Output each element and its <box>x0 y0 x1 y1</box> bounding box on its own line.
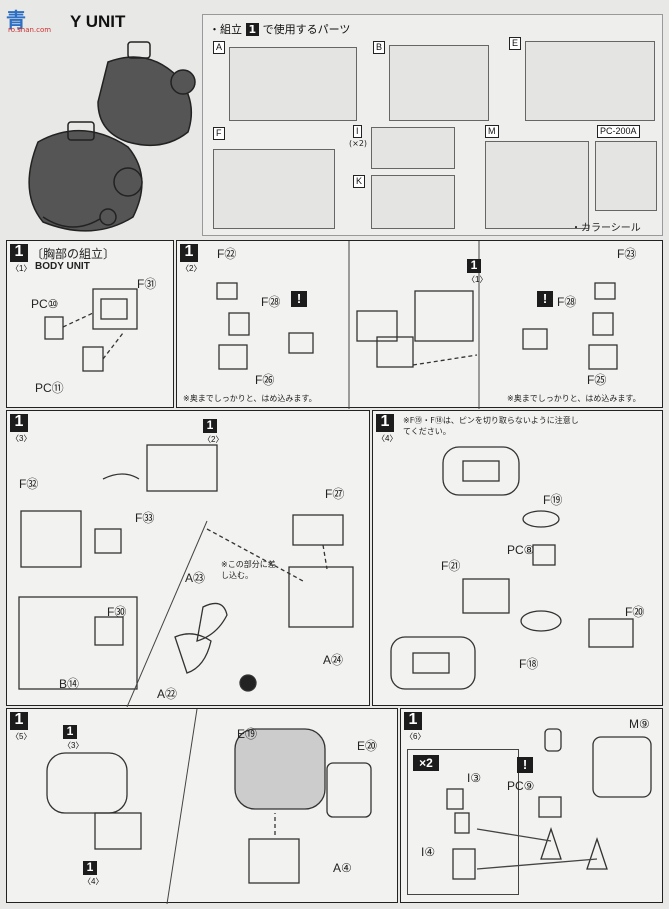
part-label: F㉗ <box>325 487 345 501</box>
watermark-sub: ro.shan.com <box>8 26 52 34</box>
step-1-3-drawing <box>18 444 354 707</box>
part-label: F㉝ <box>135 511 155 525</box>
runner-tag-i: I <box>353 125 362 138</box>
runner-i-count: (×2) <box>349 139 368 148</box>
runner-k <box>371 175 455 229</box>
step-number: 1 <box>376 414 394 432</box>
part-label: F⑱ <box>519 657 539 671</box>
step-1-1-panel: 1 〈1〉 〔胸部の組立〕 BODY UNIT F㉛ PC⑩ PC⑪ <box>6 240 174 408</box>
runner-tag-f: F <box>213 127 225 140</box>
runner-b <box>389 45 489 121</box>
part-label: F㉑ <box>441 559 461 573</box>
step-note: ※この部分に差し込む。 <box>221 560 276 580</box>
step-sub: 〈5〉 <box>11 732 32 741</box>
runner-tag-b: B <box>373 41 386 54</box>
part-label: A㉓ <box>185 571 206 585</box>
step-number: 1 <box>10 414 28 432</box>
part-label: PC⑩ <box>31 297 59 311</box>
runner-tag-k: K <box>353 175 366 188</box>
runner-i <box>371 127 455 169</box>
part-label: F㉘ <box>261 295 281 309</box>
part-label: A㉒ <box>157 687 178 701</box>
step-number: 1 <box>180 244 198 262</box>
ref-step-sub: 〈4〉 <box>83 877 104 886</box>
step-1-1-drawing <box>44 288 138 372</box>
part-label: F㉘ <box>557 295 577 309</box>
ref-step-number: 1 <box>467 259 481 273</box>
step-sub: 〈6〉 <box>405 732 426 741</box>
step-1-2-drawing <box>216 241 618 409</box>
watermark-logo: 青 ro.shan.com <box>4 4 66 34</box>
part-label: F㉒ <box>217 247 237 261</box>
runner-tag-m: M <box>485 125 499 138</box>
runner-f <box>213 149 335 229</box>
part-label: F㉜ <box>19 477 39 491</box>
part-label: F㉕ <box>587 373 607 387</box>
step-note: ※F⑲・F⑱は、ピンを切り取らないように注意してください。 <box>403 416 579 436</box>
color-seal-label: ・カラーシール <box>571 223 641 234</box>
step-number: 1 <box>10 244 28 262</box>
ref-step-number: 1 <box>63 725 77 739</box>
step-1-2-panel: 1 〈2〉 F㉒ F㉘ ! F㉖ 1 〈1〉 F㉓ ! F㉘ F㉕ ※奥までしっ… <box>176 240 663 409</box>
part-label: I④ <box>421 845 436 859</box>
part-label: E⑳ <box>357 739 378 753</box>
ref-step-sub: 〈1〉 <box>467 275 488 284</box>
part-label: PC⑪ <box>35 381 64 395</box>
ref-step-number: 1 <box>83 861 97 875</box>
step-sub: 〈3〉 <box>11 434 32 443</box>
step-1-5-panel: 1 〈5〉 1 〈3〉 1 〈4〉 E⑲ E⑳ A④ <box>6 708 398 904</box>
step-note: ※奥までしっかりと、はめ込みます。 <box>183 394 317 403</box>
step-1-3-panel: 1 〈3〉 1 〈2〉 F㉜ F㉝ F㉗ A㉓ ※この部分に差し込む。 F㉚ B… <box>6 410 370 707</box>
watermark-text: 青 <box>6 8 26 32</box>
part-label: PC⑧ <box>507 543 535 557</box>
step-1-4-drawing <box>390 446 634 690</box>
runner-e <box>525 41 655 121</box>
step-1-5-drawing <box>46 709 372 904</box>
part-label: E⑲ <box>237 727 258 741</box>
ref-step-number: 1 <box>203 419 217 433</box>
step-title: 〔胸部の組立〕 <box>31 247 116 261</box>
part-label: A④ <box>333 861 352 875</box>
multiplier-badge: ×2 <box>413 755 439 771</box>
step-1-6-panel: 1 〈6〉 ×2 M⑨ ! PC⑨ I③ I④ <box>400 708 663 903</box>
step-sub: 〈2〉 <box>181 264 202 273</box>
body-unit-illustration <box>28 41 196 232</box>
part-label: M⑨ <box>629 717 650 731</box>
parts-list-panel: ・組立 1 で使用するパーツ A B E F I (×2) K M PC-200… <box>202 14 663 236</box>
step-1-4-panel: 1 〈4〉 ※F⑲・F⑱は、ピンを切り取らないように注意してください。 F⑲ P… <box>372 410 663 706</box>
warning-icon: ! <box>291 291 307 307</box>
ref-step-sub: 〈3〉 <box>63 741 84 750</box>
part-label: F㉛ <box>137 277 157 291</box>
sub-assembly-box <box>407 749 519 895</box>
runner-tag-pc200a: PC-200A <box>597 125 640 138</box>
step-note: ※奥までしっかりと、はめ込みます。 <box>507 394 641 403</box>
part-label: PC⑨ <box>507 779 535 793</box>
warning-icon: ! <box>537 291 553 307</box>
runner-tag-e: E <box>509 37 522 50</box>
part-label: I③ <box>467 771 482 785</box>
step-sub: 〈1〉 <box>11 264 32 273</box>
part-label: B⑭ <box>59 677 80 691</box>
page-title: Y UNIT <box>70 12 126 31</box>
part-label: F⑳ <box>625 605 645 619</box>
ref-step-sub: 〈2〉 <box>203 435 224 444</box>
part-label: F㉓ <box>617 247 637 261</box>
part-label: F㉚ <box>107 605 127 619</box>
part-label: F⑲ <box>543 493 563 507</box>
step-subtitle: BODY UNIT <box>35 261 90 272</box>
parts-list-heading: ・組立 1 で使用するパーツ <box>209 23 351 36</box>
step-ref: 1 <box>245 23 260 36</box>
runner-pc200a <box>595 141 657 211</box>
step-sub: 〈4〉 <box>377 434 398 443</box>
step-number: 1 <box>404 712 422 730</box>
part-label: F㉖ <box>255 373 275 387</box>
runner-tag-a: A <box>213 41 226 54</box>
step-number: 1 <box>10 712 28 730</box>
step-1-6-drawing <box>446 728 652 880</box>
runner-m <box>485 141 589 229</box>
part-label: A㉔ <box>323 653 344 667</box>
runner-a <box>229 47 357 121</box>
warning-icon: ! <box>517 757 533 773</box>
